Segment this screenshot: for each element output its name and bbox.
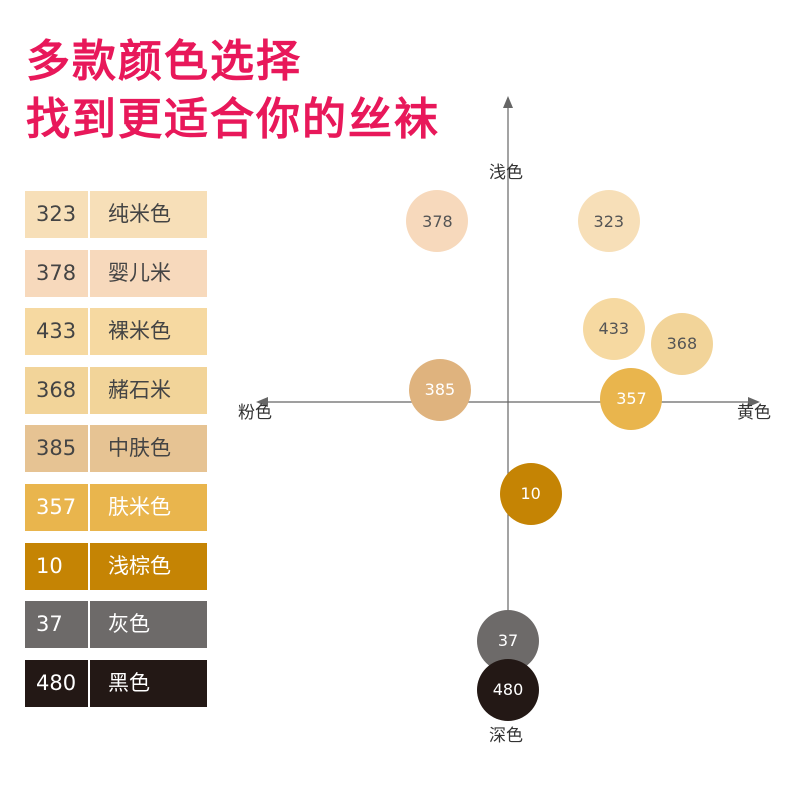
swatch-divider xyxy=(88,659,90,707)
swatch-divider xyxy=(88,366,90,414)
swatch-row: 10 浅棕色 xyxy=(25,542,207,590)
swatch-code: 378 xyxy=(36,260,77,285)
arrow-right-icon xyxy=(748,397,760,407)
headline-line-2: 找到更适合你的丝袜 xyxy=(26,94,440,145)
swatch-row: 385 中肤色 xyxy=(25,425,207,473)
swatch-row: 378 婴儿米 xyxy=(25,249,207,297)
color-bubble: 433 xyxy=(582,297,645,360)
swatch-divider xyxy=(88,191,90,238)
swatch-row: 357 肤米色 xyxy=(25,484,207,531)
swatch-code: 37 xyxy=(36,612,63,637)
axis-label-bottom: 深色 xyxy=(489,726,523,746)
swatch-name: 黑色 xyxy=(108,670,150,695)
swatch-name: 灰色 xyxy=(108,612,150,637)
swatch-name: 赭石米 xyxy=(108,377,171,402)
swatch-divider xyxy=(88,484,90,531)
arrow-up-icon xyxy=(503,96,513,108)
arrow-left-icon xyxy=(256,397,268,407)
swatch-name: 婴儿米 xyxy=(108,260,171,285)
swatch-row: 368 赭石米 xyxy=(25,366,207,414)
swatch-divider xyxy=(88,308,90,356)
color-bubble: 10 xyxy=(499,462,562,525)
swatch-code: 433 xyxy=(36,319,77,344)
headline-line-1: 多款颜色选择 xyxy=(26,36,302,87)
axis-label-top: 浅色 xyxy=(489,163,523,183)
swatch-divider xyxy=(88,425,90,473)
swatch-code: 357 xyxy=(36,495,77,519)
swatch-divider xyxy=(88,542,90,590)
swatch-row: 433 裸米色 xyxy=(25,308,207,356)
swatch-divider xyxy=(88,601,90,649)
axis-label-left: 粉色 xyxy=(238,403,272,423)
swatch-code: 385 xyxy=(36,436,77,461)
swatch-row: 37 灰色 xyxy=(25,601,207,649)
color-bubble: 368 xyxy=(650,312,713,375)
swatch-name: 纯米色 xyxy=(108,202,171,226)
swatch-code: 368 xyxy=(36,377,77,402)
swatch-divider xyxy=(88,249,90,297)
swatch-row: 480 黑色 xyxy=(25,659,207,707)
swatch-name: 中肤色 xyxy=(108,436,171,461)
color-bubble: 357 xyxy=(600,367,663,430)
swatch-name: 裸米色 xyxy=(108,319,171,344)
swatch-row: 323 纯米色 xyxy=(25,191,207,238)
swatch-name: 肤米色 xyxy=(108,495,171,519)
color-bubble: 480 xyxy=(477,658,539,721)
swatch-code: 480 xyxy=(36,670,77,695)
swatch-code: 10 xyxy=(36,553,63,578)
color-bubble: 323 xyxy=(577,190,640,253)
color-bubble: 378 xyxy=(406,190,469,253)
swatch-code: 323 xyxy=(36,202,77,226)
swatch-name: 浅棕色 xyxy=(108,553,171,578)
color-bubble: 385 xyxy=(408,358,471,421)
axis-label-right: 黄色 xyxy=(737,403,771,423)
